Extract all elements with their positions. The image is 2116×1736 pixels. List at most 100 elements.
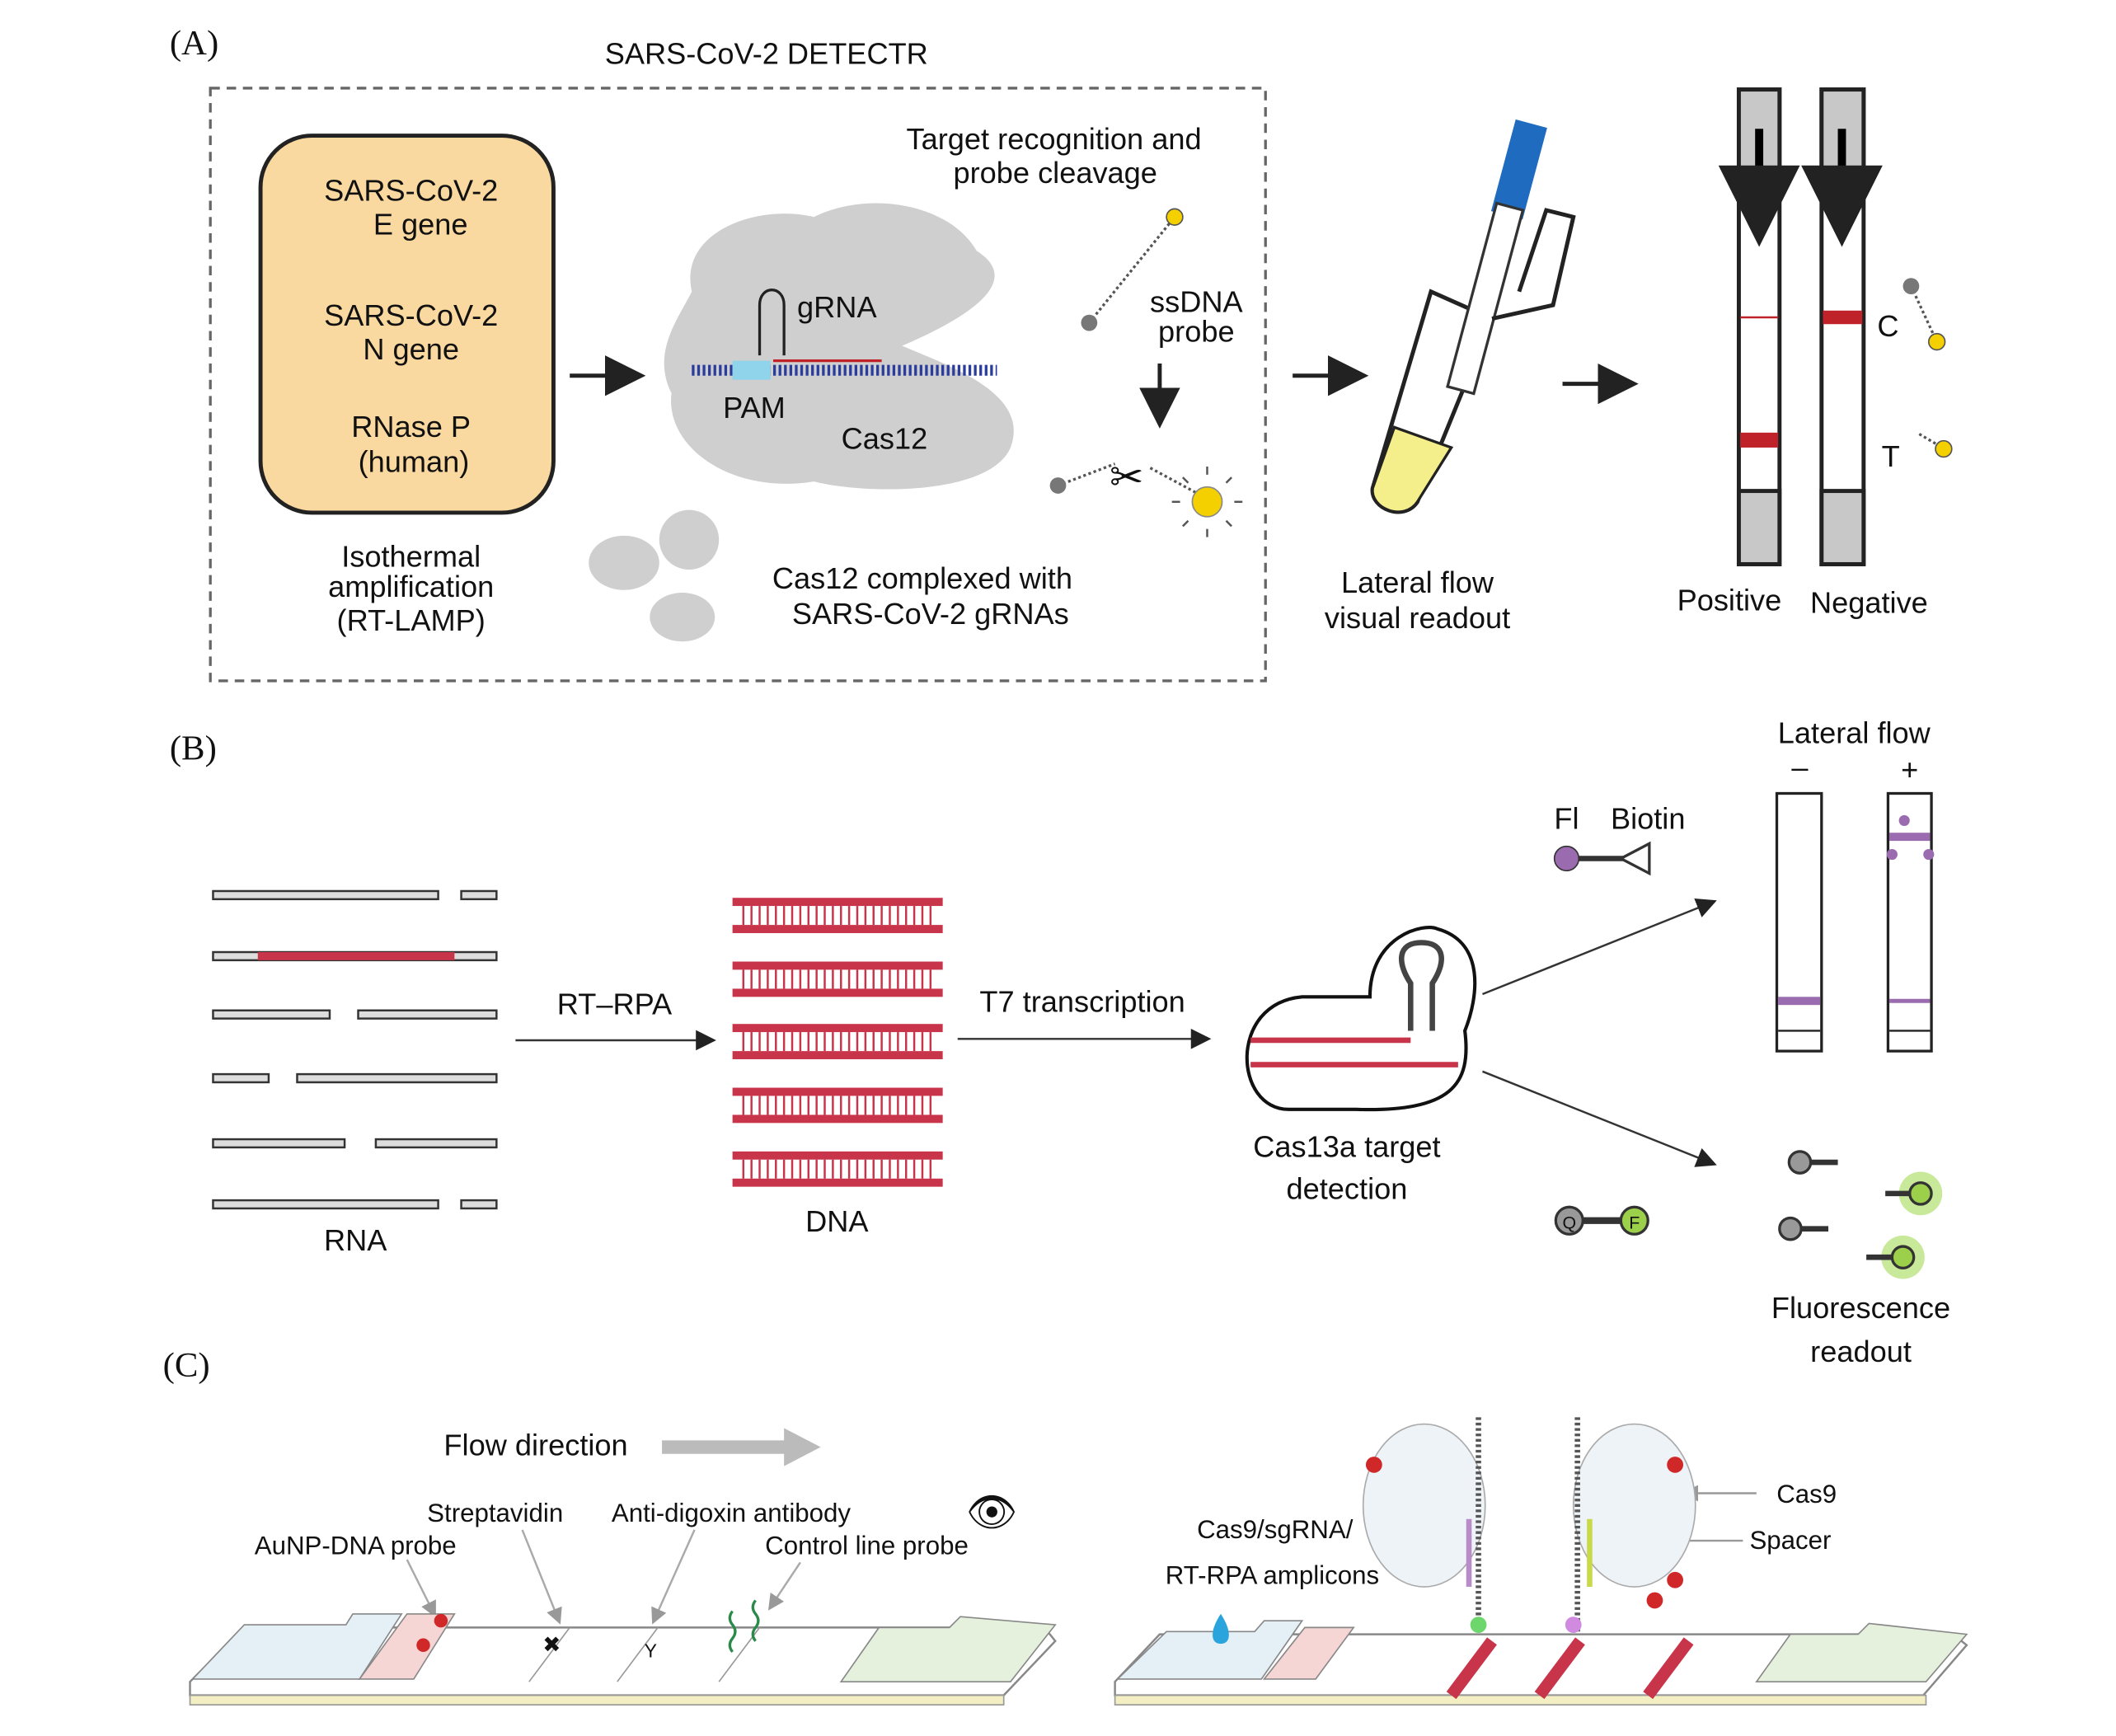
- negative-lateral-strip: [1775, 791, 1823, 1053]
- f-label: F: [1629, 1213, 1640, 1233]
- glowing-fluorophore: [1191, 486, 1223, 518]
- readout-text: visual readout: [1325, 601, 1510, 635]
- target-text: SARS-CoV-2: [324, 174, 498, 208]
- lateral-flow-strip-right: [1114, 1613, 1968, 1706]
- pam-label: PAM: [723, 391, 786, 425]
- intact-probe: [1909, 285, 1939, 343]
- rna-strands: [212, 889, 498, 1210]
- target-text: N gene: [363, 332, 459, 366]
- test-line-label: T: [1882, 439, 1900, 473]
- rt-rpa-label: RT–RPA: [557, 988, 673, 1021]
- droplet-icon: [1213, 1613, 1229, 1645]
- arrow: [1482, 1070, 1717, 1167]
- aunp-probe-label: AuNP-DNA probe: [255, 1532, 457, 1560]
- dna-ladder: [732, 898, 943, 933]
- panel-a-title: SARS-CoV-2 DETECTR: [605, 36, 928, 70]
- positive-lateral-strip: [1886, 791, 1935, 1053]
- cas13a-label: Cas13a target: [1253, 1129, 1440, 1163]
- recognition-text: probe cleavage: [953, 156, 1157, 190]
- pam-site: [732, 360, 771, 380]
- quencher-dot: [1049, 477, 1067, 494]
- cas12-protein: [664, 203, 1014, 490]
- rna-label: RNA: [324, 1223, 387, 1257]
- dna-label: DNA: [805, 1204, 869, 1238]
- biotin-label: Biotin: [1611, 801, 1686, 835]
- grna-hairpin: [758, 289, 786, 356]
- panel-c-label: (C): [163, 1346, 210, 1385]
- dna-ladders: [732, 898, 943, 1187]
- grna-label: gRNA: [797, 290, 877, 324]
- biotin-triangle: [1617, 841, 1651, 876]
- flow-arrow: [662, 1428, 821, 1466]
- dna-ladder: [732, 1024, 943, 1059]
- ssdna-probe: [1088, 216, 1176, 324]
- glow-rays: [1171, 466, 1243, 537]
- lateral-flow-strip-left: ✖ Y: [189, 1599, 1057, 1706]
- arrow: [1482, 898, 1717, 996]
- cas9-complexes: [1362, 1417, 1696, 1649]
- control-probe-label: Control line probe: [765, 1532, 969, 1560]
- target-text: RNase P: [351, 410, 471, 443]
- control-line-label: C: [1877, 309, 1898, 343]
- fl-dot: [1553, 845, 1580, 872]
- q-f-probe: Q F: [1554, 1205, 1649, 1236]
- target-text: E gene: [373, 208, 468, 242]
- panel-c: (C) Flow direction Streptavidin Anti-dig…: [163, 1346, 1968, 1706]
- cas13a-label: detection: [1287, 1171, 1408, 1205]
- dna-ladder: [732, 1151, 943, 1187]
- negative-strip: [1801, 87, 1883, 566]
- eye-icon: 👁: [966, 1490, 1018, 1535]
- q-label: Q: [1562, 1213, 1576, 1233]
- plus-label: +: [1901, 753, 1918, 786]
- fluorescence-label: readout: [1810, 1335, 1912, 1368]
- detectr-box: [209, 87, 1267, 683]
- amplification-text: (RT-LAMP): [337, 603, 486, 637]
- cas9-complex-label: Cas9/sgRNA/: [1197, 1515, 1354, 1544]
- cleaved-probe: [1149, 467, 1202, 496]
- lateral-flow-label: Lateral flow: [1778, 716, 1931, 750]
- target-text: SARS-CoV-2: [324, 298, 498, 332]
- flow-direction-label: Flow direction: [443, 1428, 627, 1462]
- complexed-text: Cas12 complexed with: [772, 561, 1072, 595]
- targets-box: [258, 134, 556, 515]
- cas9-label: Cas9: [1776, 1480, 1837, 1508]
- scissors-icon: ✂: [1110, 455, 1143, 500]
- ssdna-label: probe: [1158, 315, 1235, 349]
- panel-a-label: (A): [170, 24, 218, 63]
- fl-label: Fl: [1554, 801, 1579, 835]
- dna-ladder: [732, 1087, 943, 1124]
- antidigoxin-label: Anti-digoxin antibody: [612, 1499, 851, 1527]
- cleaved-probe: [1057, 462, 1116, 487]
- spacer-label: Spacer: [1749, 1526, 1831, 1555]
- cas12-complexes: [589, 509, 720, 642]
- panel-a: (A) SARS-CoV-2 DETECTR SARS-CoV-2 E gene…: [170, 24, 1953, 683]
- panel-b: (B) RNA RT–RPA DNA T7 transcription Cas1…: [170, 716, 1950, 1368]
- readout-text: Lateral flow: [1341, 565, 1494, 599]
- antibody-mark: Y: [645, 1640, 657, 1662]
- panel-b-label: (B): [170, 729, 217, 767]
- negative-label: Negative: [1810, 586, 1928, 620]
- pointer-arrows: [406, 1529, 801, 1625]
- t7-label: T7 transcription: [979, 984, 1185, 1018]
- streptavidin-mark: ✖: [542, 1632, 561, 1657]
- target-rna-segment: [257, 952, 455, 960]
- streptavidin-label: Streptavidin: [427, 1499, 563, 1527]
- fluorophore-dot: [1166, 208, 1184, 226]
- amplification-text: amplification: [328, 570, 494, 603]
- positive-strip: [1718, 87, 1800, 566]
- dna-ladder: [732, 961, 943, 997]
- recognition-text: Target recognition and: [907, 122, 1202, 156]
- minus-label: –: [1791, 750, 1809, 784]
- amplification-text: Isothermal: [341, 540, 481, 574]
- cas12-label: Cas12: [842, 422, 928, 456]
- target-text: (human): [359, 445, 470, 479]
- cas9-complex-label: RT-RPA amplicons: [1166, 1561, 1379, 1590]
- complexed-text: SARS-CoV-2 gRNAs: [792, 597, 1069, 631]
- ssdna-label: ssDNA: [1150, 284, 1243, 318]
- quencher-dot: [1081, 314, 1098, 331]
- fluorescence-label: Fluorescence: [1771, 1291, 1950, 1325]
- cleaved-reporters: [1778, 1150, 1943, 1279]
- positive-label: Positive: [1677, 583, 1782, 617]
- crrna-hairpin: [1398, 940, 1444, 1031]
